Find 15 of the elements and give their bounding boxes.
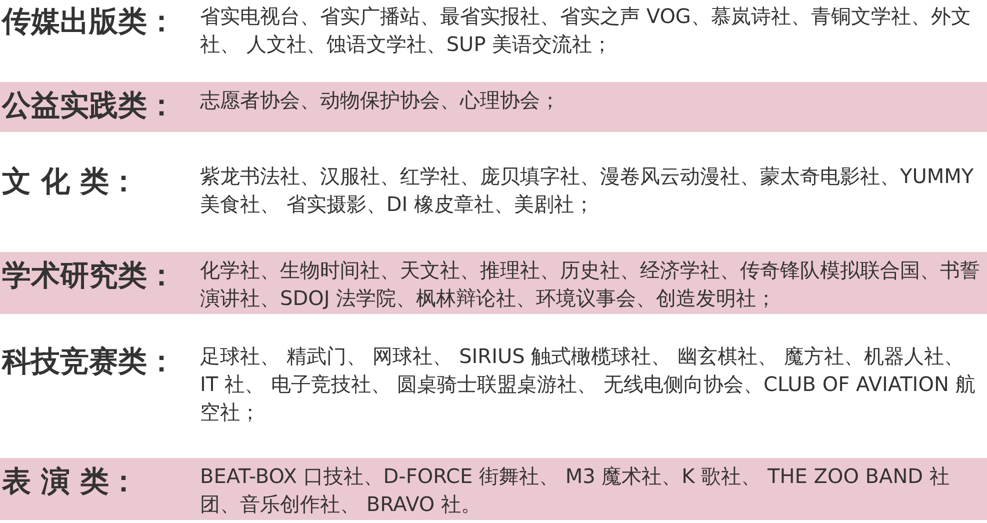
club-list: 足球社、 精武门、 网球社、 SIRIUS 触式橄榄球社、 幽玄棋社、 魔方社、机器人社、IT 社、 电子竞技社、 圆桌骑士联盟桌游社、 无线电侧向协会、CLUB OF AVIATION 航空社； [200, 342, 980, 426]
category-heading: 传媒出版类： [2, 3, 176, 40]
club-list: 志愿者协会、动物保护协会、心理协会； [200, 86, 980, 114]
club-list: 省实电视台、省实广播站、最省实报社、省实之声 VOG、慕岚诗社、青铜文学社、外文社、 人文社、蚀语文学社、SUP 美语交流社； [200, 2, 980, 58]
category-heading: 公益实践类： [2, 87, 176, 124]
category-heading: 文 化 类： [2, 163, 138, 200]
club-list: BEAT-BOX 口技社、D-FORCE 街舞社、 M3 魔术社、K 歌社、 THE ZOO BAND 社团、音乐创作社、 BRAVO 社。 [200, 462, 980, 518]
category-band [0, 458, 987, 520]
category-band [0, 252, 987, 314]
category-heading: 学术研究类： [2, 257, 176, 294]
club-list: 紫龙书法社、汉服社、红学社、庞贝填字社、漫卷风云动漫社、蒙太奇电影社、YUMMY 美食社、 省实摄影、DI 橡皮章社、美剧社； [200, 162, 980, 218]
club-list: 化学社、生物时间社、天文社、推理社、历史社、经济学社、传奇锋队模拟联合国、书誓演讲社、SDOJ 法学院、枫林辩论社、环境议事会、创造发明社； [200, 256, 980, 312]
category-heading: 表 演 类： [2, 463, 138, 500]
category-heading: 科技竞赛类： [2, 343, 176, 380]
category-band [0, 82, 987, 132]
